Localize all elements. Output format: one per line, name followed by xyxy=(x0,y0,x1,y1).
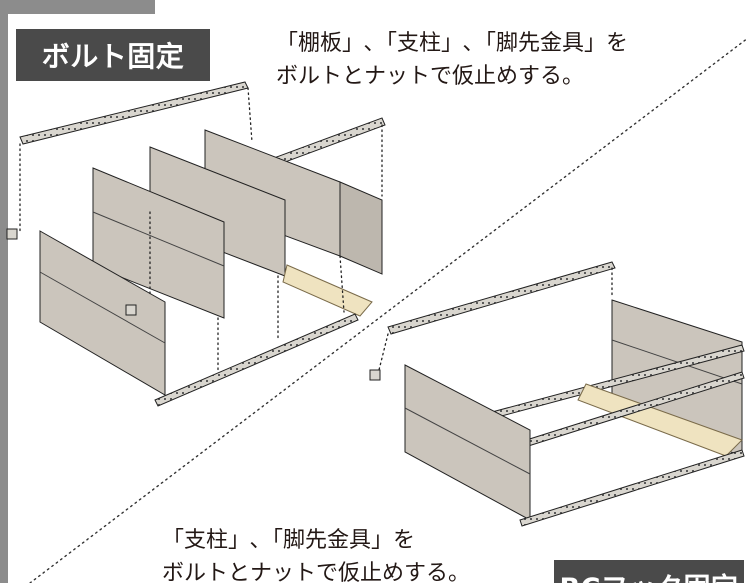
section-top-tab xyxy=(0,0,155,14)
section-side-bar xyxy=(0,0,8,583)
bc-top-rear-post xyxy=(387,261,616,335)
bc-front-panel xyxy=(404,364,531,521)
bolt-fix-caption-line-1: 「棚板」､「支柱」､「脚先金具」を xyxy=(276,31,629,56)
shelf-board-back-side xyxy=(339,181,383,275)
bc-hook-caption: 「支柱」､「脚先金具」を ボルトとナットで仮止めする。 xyxy=(162,524,470,583)
front-panel xyxy=(39,230,166,396)
bc-guide-lines xyxy=(377,267,613,375)
front-panel-fold xyxy=(39,271,166,344)
bolt-fix-exploded-view xyxy=(6,81,386,407)
bc-leg-bracket xyxy=(369,369,381,381)
shelf-board-front-fold xyxy=(92,211,225,267)
bolt-fix-caption-line-2: ボルトとナットで仮止めする。 xyxy=(276,64,585,89)
bc-bottom-front-post xyxy=(519,449,745,527)
guide-lines xyxy=(19,87,383,373)
bc-hook-caption-line-1: 「支柱」､「脚先金具」を xyxy=(162,528,416,553)
wood-batten xyxy=(282,264,373,317)
shelf-board-front xyxy=(92,167,225,319)
bc-hook-fix-label: BCフック固定 xyxy=(554,560,744,583)
section-divider-line xyxy=(29,37,748,583)
bolt-fix-caption: 「棚板」､「支柱」､「脚先金具」を ボルトとナットで仮止めする。 xyxy=(276,27,628,93)
leg-bracket-left xyxy=(6,228,18,240)
bc-front-panel-fold xyxy=(404,407,531,475)
bc-hook-assembled-view xyxy=(369,261,745,527)
bc-hook-caption-line-2: ボルトとナットで仮止めする。 xyxy=(162,561,471,583)
bolt-fix-label: ボルト固定 xyxy=(16,29,210,81)
bottom-front-post xyxy=(154,313,359,407)
leg-bracket-right xyxy=(125,304,137,316)
